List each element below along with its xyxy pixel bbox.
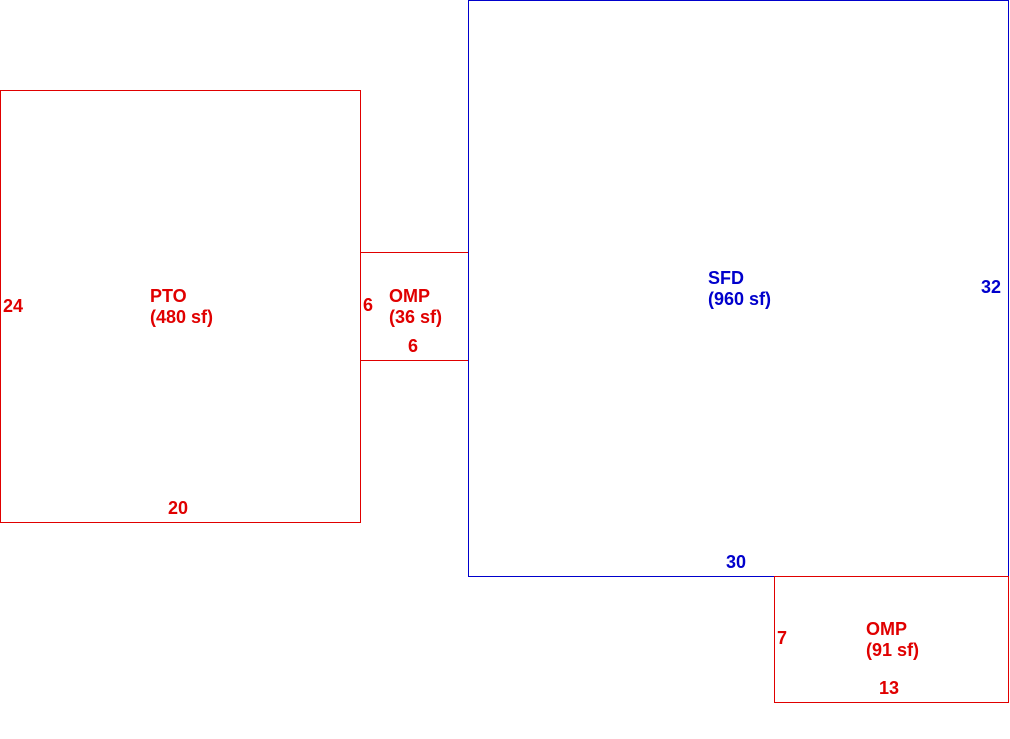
pto-code: PTO: [150, 286, 187, 306]
omp-large-bottom-dimension: 13: [879, 678, 900, 698]
omp-small-code: OMP: [389, 286, 431, 306]
omp-large-code: OMP: [866, 619, 908, 639]
omp-small-side-dimension: 6: [363, 295, 374, 315]
omp-large-label: OMP (91 sf): [866, 619, 919, 661]
omp-small-label: OMP (36 sf): [389, 286, 442, 328]
sfd-area-label: SFD (960 sf): [708, 268, 771, 310]
omp-large-area-value: (91 sf): [866, 640, 920, 660]
pto-side-dimension: 24: [3, 296, 24, 316]
sfd-area-value: (960 sf): [708, 289, 772, 309]
sfd-area-outline: [468, 0, 1009, 577]
sfd-code: SFD: [708, 268, 744, 288]
pto-area-label: PTO (480 sf): [150, 286, 213, 328]
pto-area-value: (480 sf): [150, 307, 214, 327]
sfd-side-dimension: 32: [981, 277, 1002, 297]
omp-small-bottom-dimension: 6: [408, 336, 419, 356]
omp-large-outline: [774, 576, 1009, 703]
pto-bottom-dimension: 20: [168, 498, 189, 518]
sfd-bottom-dimension: 30: [726, 552, 747, 572]
omp-small-area-value: (36 sf): [389, 307, 443, 327]
omp-large-side-dimension: 7: [777, 628, 788, 648]
